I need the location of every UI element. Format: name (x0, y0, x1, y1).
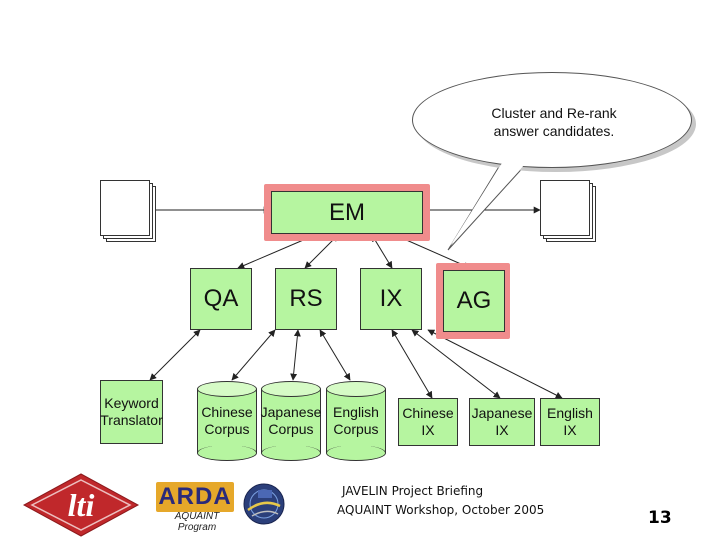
chinese-ix-node: Chinese IX (398, 398, 458, 446)
arda-logo-text: ARDA (158, 483, 232, 510)
ix-node: IX (360, 268, 422, 330)
rs-node: RS (275, 268, 337, 330)
chinese-corpus-line-2: Corpus (204, 421, 250, 437)
chinese-corpus-line-1: Chinese (201, 404, 253, 420)
keyword-translator-line-1: Keyword (104, 395, 159, 411)
callout-line-1: Cluster and Re-rank (491, 105, 617, 121)
japanese-ix-line-2: IX (495, 422, 509, 438)
japanese-corpus-line-2: Corpus (268, 421, 314, 437)
ag-node: AG (443, 270, 505, 332)
input-documents-icon (100, 180, 156, 242)
arrow-rs-japanese-corpus (290, 329, 301, 381)
arrow-rs-english-corpus (319, 329, 351, 381)
english-ix-line-1: English (547, 405, 593, 421)
callout-text: Cluster and Re-rank answer candidates. (430, 104, 678, 140)
japanese-corpus-line-1: Japanese (260, 404, 322, 420)
lti-logo-text: lti (68, 487, 95, 523)
english-ix-line-2: IX (563, 422, 577, 438)
aquaint-label-line-1: AQUAINT (174, 511, 220, 522)
keyword-translator-node: Keyword Translator (100, 380, 163, 444)
arda-logo: ARDA (156, 482, 234, 512)
output-documents-icon (540, 180, 596, 242)
arrow-qa-translator (149, 329, 201, 381)
aquaint-label-line-2: Program (177, 522, 217, 533)
page-number: 13 (648, 508, 672, 528)
english-corpus-line-2: Corpus (333, 421, 379, 437)
qa-node: QA (190, 268, 252, 330)
english-corpus-line-1: English (333, 404, 379, 420)
arrow-rs-chinese-corpus (231, 329, 276, 381)
footer-subtitle: AQUAINT Workshop, October 2005 (337, 503, 545, 517)
chinese-ix-line-2: IX (421, 422, 435, 438)
english-ix-node: English IX (540, 398, 600, 446)
japanese-ix-node: Japanese IX (469, 398, 535, 446)
keyword-translator-line-2: Translator (100, 412, 163, 428)
aquaint-globe-icon (243, 483, 285, 525)
lti-logo: lti (22, 473, 140, 537)
callout-line-2: answer candidates. (493, 123, 615, 139)
callout-bubble (412, 72, 692, 168)
arrow-ix-english-ix (427, 329, 563, 399)
chinese-ix-line-1: Chinese (402, 405, 454, 421)
aquaint-program-label: AQUAINT Program (160, 511, 234, 533)
em-node: EM (271, 191, 423, 234)
footer-title: JAVELIN Project Briefing (342, 484, 484, 498)
japanese-ix-line-1: Japanese (471, 405, 533, 421)
